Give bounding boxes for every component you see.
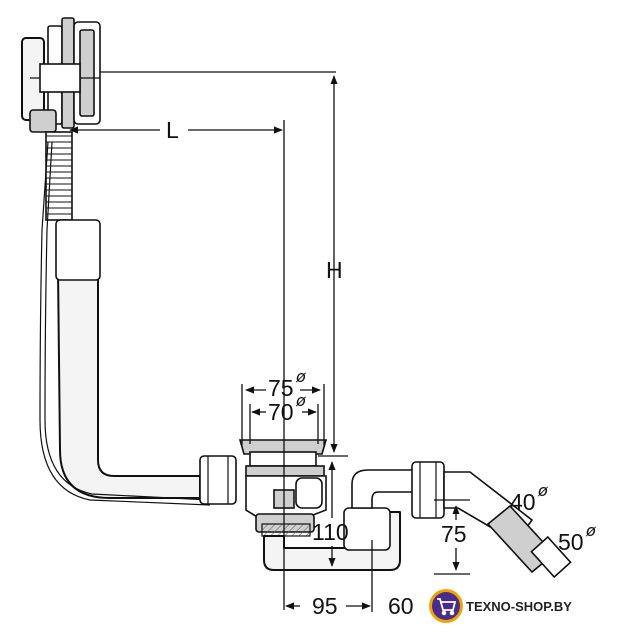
- shopping-cart-icon: [437, 598, 457, 616]
- brand-name: TEXNO-SHOP.BY: [466, 599, 572, 614]
- dim-drain-height-label: 110: [312, 519, 349, 545]
- dim-overflow-75-label: 75: [268, 375, 294, 401]
- diameter-symbol: ø: [585, 521, 596, 540]
- dim-offset-60-label: 60: [388, 593, 414, 619]
- diameter-symbol: ø: [295, 367, 306, 386]
- dimension-labels: L H 75 ø 70 ø 110 75 40 ø 50 ø 95 60: [166, 117, 596, 619]
- drain-body: [199, 439, 572, 579]
- dimension-lines: [69, 71, 470, 612]
- dim-outlet-50-label: 50: [558, 529, 584, 555]
- dim-outlet-drop-label: 75: [441, 521, 467, 547]
- dim-length-label: L: [166, 117, 179, 143]
- brand-logo: TEXNO-SHOP.BY: [429, 589, 572, 623]
- diameter-symbol: ø: [295, 391, 306, 410]
- dim-outlet-40-label: 40: [510, 489, 536, 515]
- diameter-symbol: ø: [537, 481, 548, 500]
- overflow-pipe: [39, 131, 211, 506]
- overflow-head: [21, 17, 101, 133]
- dim-overflow-70-label: 70: [268, 399, 294, 425]
- dim-height-label: H: [326, 257, 343, 283]
- dim-offset-95-label: 95: [312, 593, 338, 619]
